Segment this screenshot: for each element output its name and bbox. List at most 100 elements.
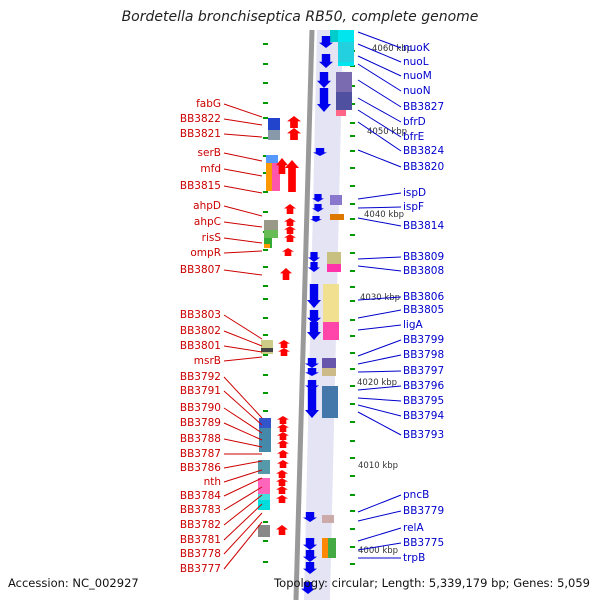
gene-arrow-forward-1 [287,128,301,140]
gene-label-right-8: BB3820 [403,161,444,173]
feature-box-15 [322,515,334,523]
gene-arrow-reverse-3 [317,88,331,112]
tick-right-15 [350,300,355,302]
feature-box-5 [336,110,346,116]
connector-right-10 [357,206,402,209]
connector-left-17 [223,407,263,434]
feature-box-17 [328,538,336,558]
connector-left-10 [223,269,263,276]
connector-right-5 [357,97,402,123]
gene-label-left-10: BB3807 [180,264,221,276]
gene-arrow-forward-10 [278,340,290,348]
gene-label-right-2: nuoM [403,70,432,82]
feature-box-26 [264,244,270,248]
connector-left-15 [223,376,263,419]
feature-box-6 [330,195,342,205]
gene-arrow-reverse-21 [301,582,315,594]
gene-label-left-15: BB3792 [180,371,221,383]
gene-label-right-15: BB3805 [403,304,444,316]
tick-left-17 [263,354,268,356]
gene-label-left-12: BB3802 [180,325,221,337]
genome-backbone [293,29,315,600]
gene-label-right-28: trpB [403,552,425,564]
connector-right-9 [357,192,402,200]
connector-left-5 [223,185,263,194]
gene-label-right-9: ispD [403,187,426,199]
connector-right-22 [357,404,402,417]
connector-left-3 [223,152,263,162]
gene-label-right-1: nuoL [403,56,429,68]
feature-box-7 [330,214,344,220]
gene-arrow-reverse-1 [319,54,333,68]
tick-right-14 [350,286,355,288]
kbp-marker-5: 4010 kbp [358,461,398,471]
gene-arrow-forward-3 [285,160,299,192]
connector-left-11 [223,314,263,340]
tick-left-0 [263,43,268,45]
connector-right-27 [357,542,402,551]
connector-left-2 [223,133,263,138]
feature-box-32 [258,478,270,486]
tick-right-18 [350,352,355,354]
tick-left-15 [263,317,268,319]
tick-left-16 [263,334,268,336]
tick-left-19 [263,392,268,394]
gene-label-left-13: BB3801 [180,340,221,352]
tick-right-11 [350,234,355,236]
tick-right-8 [350,185,355,187]
tick-right-28 [350,528,355,530]
connector-right-18 [357,354,402,365]
tick-left-9 [263,211,268,213]
tick-left-26 [263,521,268,523]
connector-left-27 [223,512,263,555]
tick-left-4 [263,117,268,119]
connector-left-18 [223,422,263,441]
connector-left-9 [223,250,263,254]
tick-left-20 [263,410,268,412]
feature-box-36 [258,525,270,537]
connector-lines-layer [223,31,402,570]
gene-label-left-9: ompR [190,247,221,259]
tick-right-4 [350,122,355,124]
gene-label-left-19: BB3788 [180,433,221,445]
feature-box-29 [259,418,271,428]
gene-arrow-reverse-16 [305,386,319,418]
tick-right-10 [350,218,355,220]
gene-label-left-7: ahpC [194,216,221,228]
feature-box-28 [261,348,273,352]
gene-arrow-forward-6 [284,226,296,234]
connector-right-8 [357,149,402,168]
connector-right-0 [357,31,402,49]
gene-label-right-17: BB3799 [403,334,444,346]
connector-left-28 [223,521,263,570]
connector-left-1 [223,118,263,126]
accession-text: Accession: NC_002927 [8,576,139,590]
gene-arrow-reverse-4 [313,148,327,156]
kbp-marker-6: 4000 kbp [358,546,398,556]
tick-right-9 [350,203,355,205]
gene-label-left-3: serB [198,147,221,159]
feature-box-3 [336,72,352,92]
connector-right-13 [357,265,402,272]
feature-box-25 [264,238,272,248]
tick-right-26 [350,494,355,496]
gene-label-right-3: nuoN [403,85,431,97]
tick-right-19 [350,368,355,370]
gene-arrow-reverse-5 [312,194,324,202]
gene-arrow-forward-17 [277,460,289,468]
gene-arrow-forward-19 [276,478,288,486]
gene-arrow-reverse-11 [307,310,321,324]
gene-arrow-reverse-0 [319,36,333,48]
connector-left-22 [223,469,263,483]
gene-label-right-22: BB3794 [403,410,444,422]
connector-right-19 [357,370,402,373]
gene-arrow-forward-9 [280,268,292,280]
connector-right-26 [357,527,402,542]
gene-label-left-11: BB3803 [180,309,221,321]
feature-box-23 [264,220,278,230]
gene-arrow-reverse-10 [307,284,321,308]
tick-left-14 [263,298,268,300]
gene-label-left-25: BB3782 [180,519,221,531]
gene-arrow-forward-21 [276,495,288,503]
